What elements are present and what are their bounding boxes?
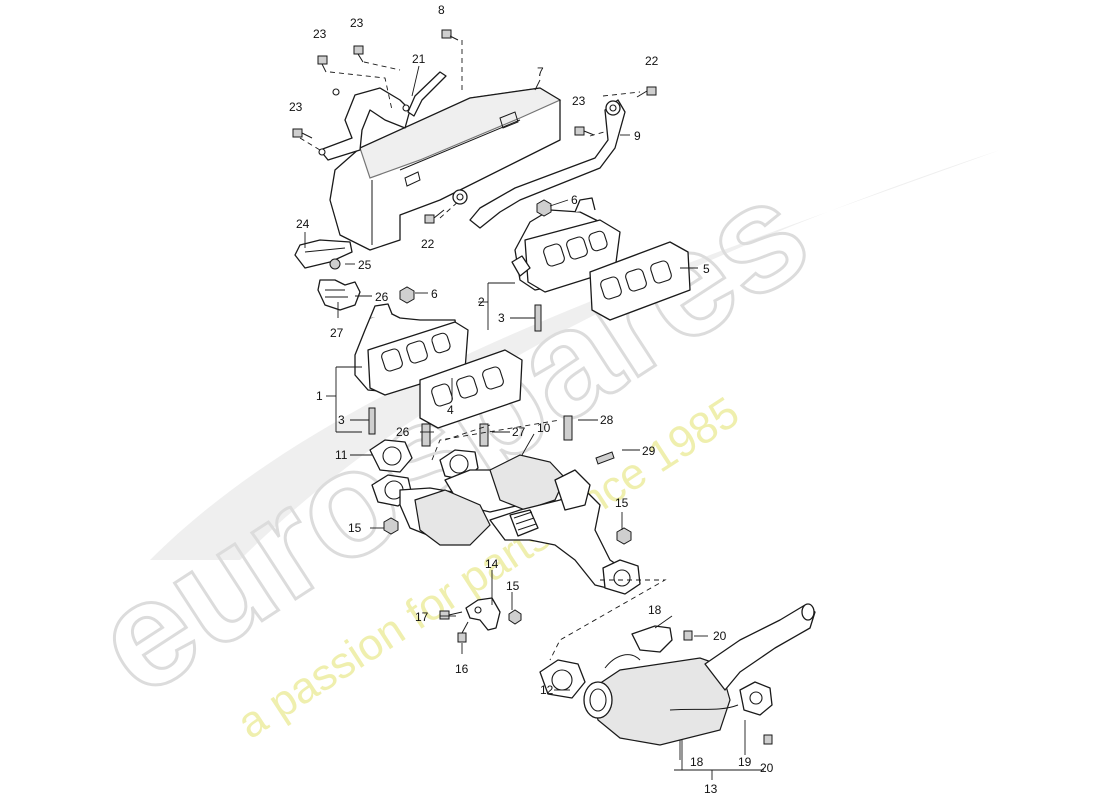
bolt-29 — [595, 451, 615, 465]
catalytic-converter-assembly — [369, 439, 641, 595]
bracket-left — [318, 87, 411, 161]
callout-23-c: 23 — [289, 100, 303, 114]
assembly-lines — [299, 40, 667, 661]
callout-18-bottom: 18 — [690, 755, 704, 769]
callout-3-right: 3 — [498, 311, 505, 325]
callout-17: 17 — [415, 610, 429, 624]
callout-5: 5 — [703, 262, 710, 276]
callout-22-top: 22 — [645, 54, 659, 68]
callout-14: 14 — [485, 557, 499, 571]
callout-29: 29 — [642, 444, 656, 458]
rear-exhaust-section — [539, 603, 816, 746]
callout-3-left: 3 — [338, 413, 345, 427]
callout-6-mid: 6 — [431, 287, 438, 301]
stud-left — [368, 407, 376, 435]
callout-2: 2 — [478, 295, 485, 309]
callout-11: 11 — [335, 448, 348, 462]
stud-right — [534, 304, 542, 332]
bracket-right — [452, 99, 626, 229]
callout-16: 16 — [455, 662, 469, 676]
callout-21: 21 — [412, 52, 426, 66]
callout-23-d: 23 — [572, 94, 586, 108]
nut-15c — [508, 609, 522, 625]
callout-15-bracket: 15 — [506, 579, 520, 593]
support-bracket — [439, 597, 501, 643]
callout-27-sensor: 27 — [512, 425, 526, 439]
callout-13: 13 — [704, 782, 718, 796]
callout-15-right: 15 — [615, 496, 629, 510]
gasket-right — [589, 241, 691, 321]
callout-10: 10 — [537, 421, 551, 435]
callout-1: 1 — [316, 389, 323, 403]
callout-25: 25 — [358, 258, 372, 272]
bolts-top — [292, 29, 657, 224]
shield-strap — [407, 71, 447, 117]
callout-23-b: 23 — [350, 16, 364, 30]
nut-right — [536, 199, 552, 217]
callout-18-top: 18 — [648, 603, 662, 617]
nut-15a — [383, 517, 399, 535]
callout-20-top: 20 — [713, 629, 727, 643]
nut-left — [399, 286, 415, 304]
callout-27-clip: 27 — [330, 326, 344, 340]
clips-group — [294, 239, 361, 311]
callout-23-a: 23 — [313, 27, 327, 41]
callout-19: 19 — [738, 755, 752, 769]
heat-shield — [329, 87, 562, 251]
callout-26-clip: 26 — [375, 290, 389, 304]
callout-26-sensor: 26 — [396, 425, 410, 439]
callout-22-bottom: 22 — [421, 237, 435, 251]
callout-9: 9 — [634, 129, 641, 143]
callout-20-bottom: 20 — [760, 761, 774, 775]
oxygen-sensors — [421, 415, 573, 447]
leader-lines — [304, 65, 764, 780]
callout-24: 24 — [296, 217, 310, 231]
nut-15b — [616, 527, 632, 545]
watermark-swoosh — [150, 150, 1000, 560]
callout-15-left: 15 — [348, 521, 362, 535]
callout-7: 7 — [537, 65, 544, 79]
callout-labels: 1 2 3 3 4 5 6 6 7 8 9 10 11 12 13 14 15 … — [289, 3, 774, 796]
callout-28: 28 — [600, 413, 614, 427]
gasket-left — [419, 349, 523, 429]
callout-6-top: 6 — [571, 193, 578, 207]
callout-12: 12 — [540, 683, 554, 697]
callout-4: 4 — [447, 403, 454, 417]
callout-8: 8 — [438, 3, 445, 17]
